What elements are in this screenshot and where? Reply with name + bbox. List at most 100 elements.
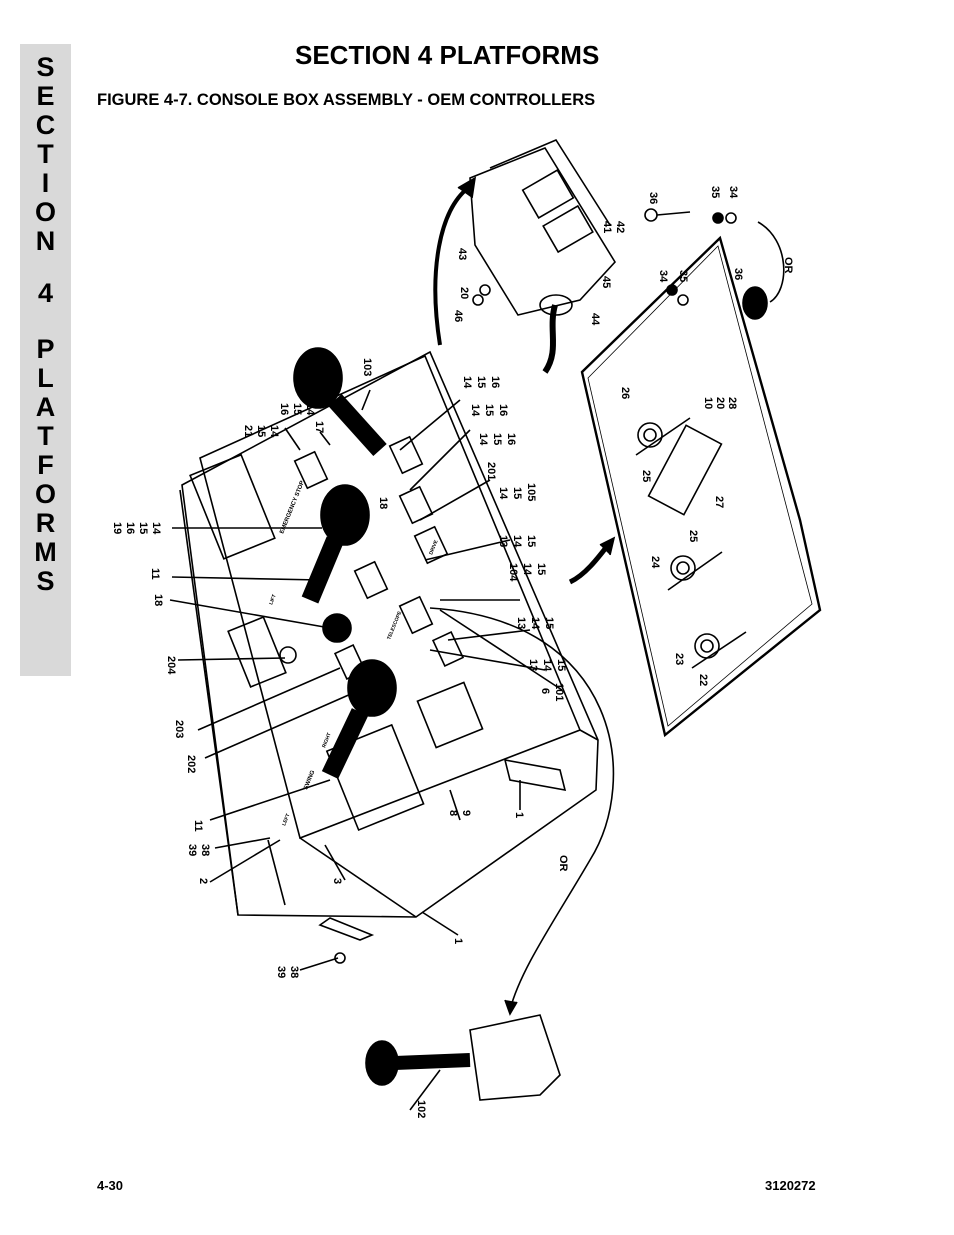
switch-24: [670, 555, 696, 581]
side-tab-letter: A: [35, 392, 56, 422]
callout: 14: [268, 425, 280, 438]
callout: 15: [491, 433, 503, 445]
callout: 13: [497, 535, 509, 547]
callout: 9: [460, 810, 472, 816]
side-tab-letter: R: [35, 508, 56, 538]
callout: 34: [727, 186, 739, 199]
joystick-handle-103: [293, 347, 343, 409]
callout: 14: [469, 404, 481, 417]
callout: 202: [185, 755, 197, 773]
mounting-plate: [580, 235, 822, 738]
callout: 36: [732, 268, 744, 280]
console-box-front-edge: [179, 489, 239, 916]
callout: 41: [601, 221, 613, 233]
callout: 46: [452, 310, 464, 322]
callout: 8: [447, 810, 459, 816]
decal-small: [416, 681, 484, 749]
or-leader-arc: [757, 221, 785, 303]
callout: 36: [647, 192, 659, 204]
callout: 13: [527, 659, 539, 671]
side-tab-letter: O: [34, 197, 56, 227]
panel-label-swing: SWING: [303, 769, 316, 790]
callout: 15: [137, 522, 149, 534]
callout: 25: [640, 470, 652, 482]
callout: 24: [649, 556, 661, 569]
callout: 16: [124, 522, 136, 534]
switch-26: [637, 422, 663, 448]
callout: 26: [619, 387, 631, 399]
callout: 28: [726, 397, 738, 409]
callout: 27: [713, 496, 725, 508]
callout: 18: [152, 594, 164, 606]
callout: 18: [377, 497, 389, 509]
callout: 35: [709, 186, 721, 198]
callout-or: OR: [782, 257, 794, 274]
callout: 21: [242, 425, 254, 437]
side-tab-letter: S: [36, 52, 55, 82]
callout: 204: [165, 656, 177, 675]
side-tab-letter: L: [37, 363, 54, 393]
switch-22: [694, 633, 720, 659]
callout: 39: [275, 966, 287, 978]
panel-label-left: LEFT: [281, 813, 291, 827]
callout: 39: [186, 844, 198, 856]
panel-label-right: RIGHT: [321, 732, 332, 749]
callout: 14: [541, 659, 553, 672]
side-tab-letter: C: [35, 110, 56, 140]
joystick-handle-11b: [347, 659, 397, 717]
callout: 203: [173, 720, 185, 738]
callout: 38: [199, 844, 211, 856]
callout: 15: [543, 617, 555, 629]
callout: 14: [477, 433, 489, 446]
arrow-curved-top: [433, 186, 470, 346]
callout: 35: [677, 270, 689, 282]
callout-or: OR: [557, 855, 569, 872]
panel-label-telescope: TELESCOPE: [386, 610, 403, 641]
side-tab-letter: 4: [37, 278, 54, 308]
callout: 16: [505, 433, 517, 445]
relay-enclosure: [469, 147, 616, 316]
callout: 44: [589, 313, 601, 326]
figure-title: FIGURE 4-7. CONSOLE BOX ASSEMBLY - OEM C…: [97, 91, 596, 109]
callout: 16: [497, 404, 509, 416]
decal-caution: [325, 723, 425, 832]
side-tab-letter: I: [41, 168, 50, 198]
knob-18: [322, 613, 352, 643]
callout: 14: [304, 403, 316, 416]
callout: 13: [515, 617, 527, 629]
panel-label-emergency-stop: EMERGENCY STOP: [279, 480, 306, 535]
callout: 23: [673, 653, 685, 665]
callout: 15: [483, 404, 495, 416]
callout: 25: [687, 530, 699, 542]
controller-body: [469, 1014, 561, 1101]
callout: 14: [497, 487, 509, 500]
document-number: 3120272: [765, 1178, 816, 1193]
callout: 15: [525, 535, 537, 547]
knob-204: [279, 646, 297, 664]
page-number: 4-30: [97, 1178, 124, 1193]
callout: 14: [461, 376, 473, 389]
callout: 101: [553, 683, 565, 701]
callout: 22: [697, 674, 709, 686]
side-tab-letter: O: [34, 479, 56, 509]
latch: [503, 758, 567, 792]
section-title: SECTION 4 PLATFORMS: [295, 40, 600, 70]
callout: 16: [489, 376, 501, 388]
callout: 15: [291, 403, 303, 415]
callout: 11: [149, 568, 161, 580]
callout: 14: [511, 535, 523, 548]
callout: 14: [150, 522, 162, 535]
callout: 17: [313, 421, 325, 433]
side-tab-letter: E: [36, 81, 55, 111]
callout: 20: [714, 397, 726, 409]
callout: 11: [192, 820, 204, 832]
callout: 42: [614, 221, 626, 233]
side-tab-letter: T: [37, 421, 54, 451]
controller-knob-102: [365, 1040, 399, 1086]
callout: 43: [456, 248, 468, 260]
callout: 1: [513, 812, 525, 818]
side-tab-letter: M: [34, 537, 57, 567]
side-tab-letter: S: [36, 566, 55, 596]
panel-label-drive: DRIVE: [428, 539, 440, 556]
